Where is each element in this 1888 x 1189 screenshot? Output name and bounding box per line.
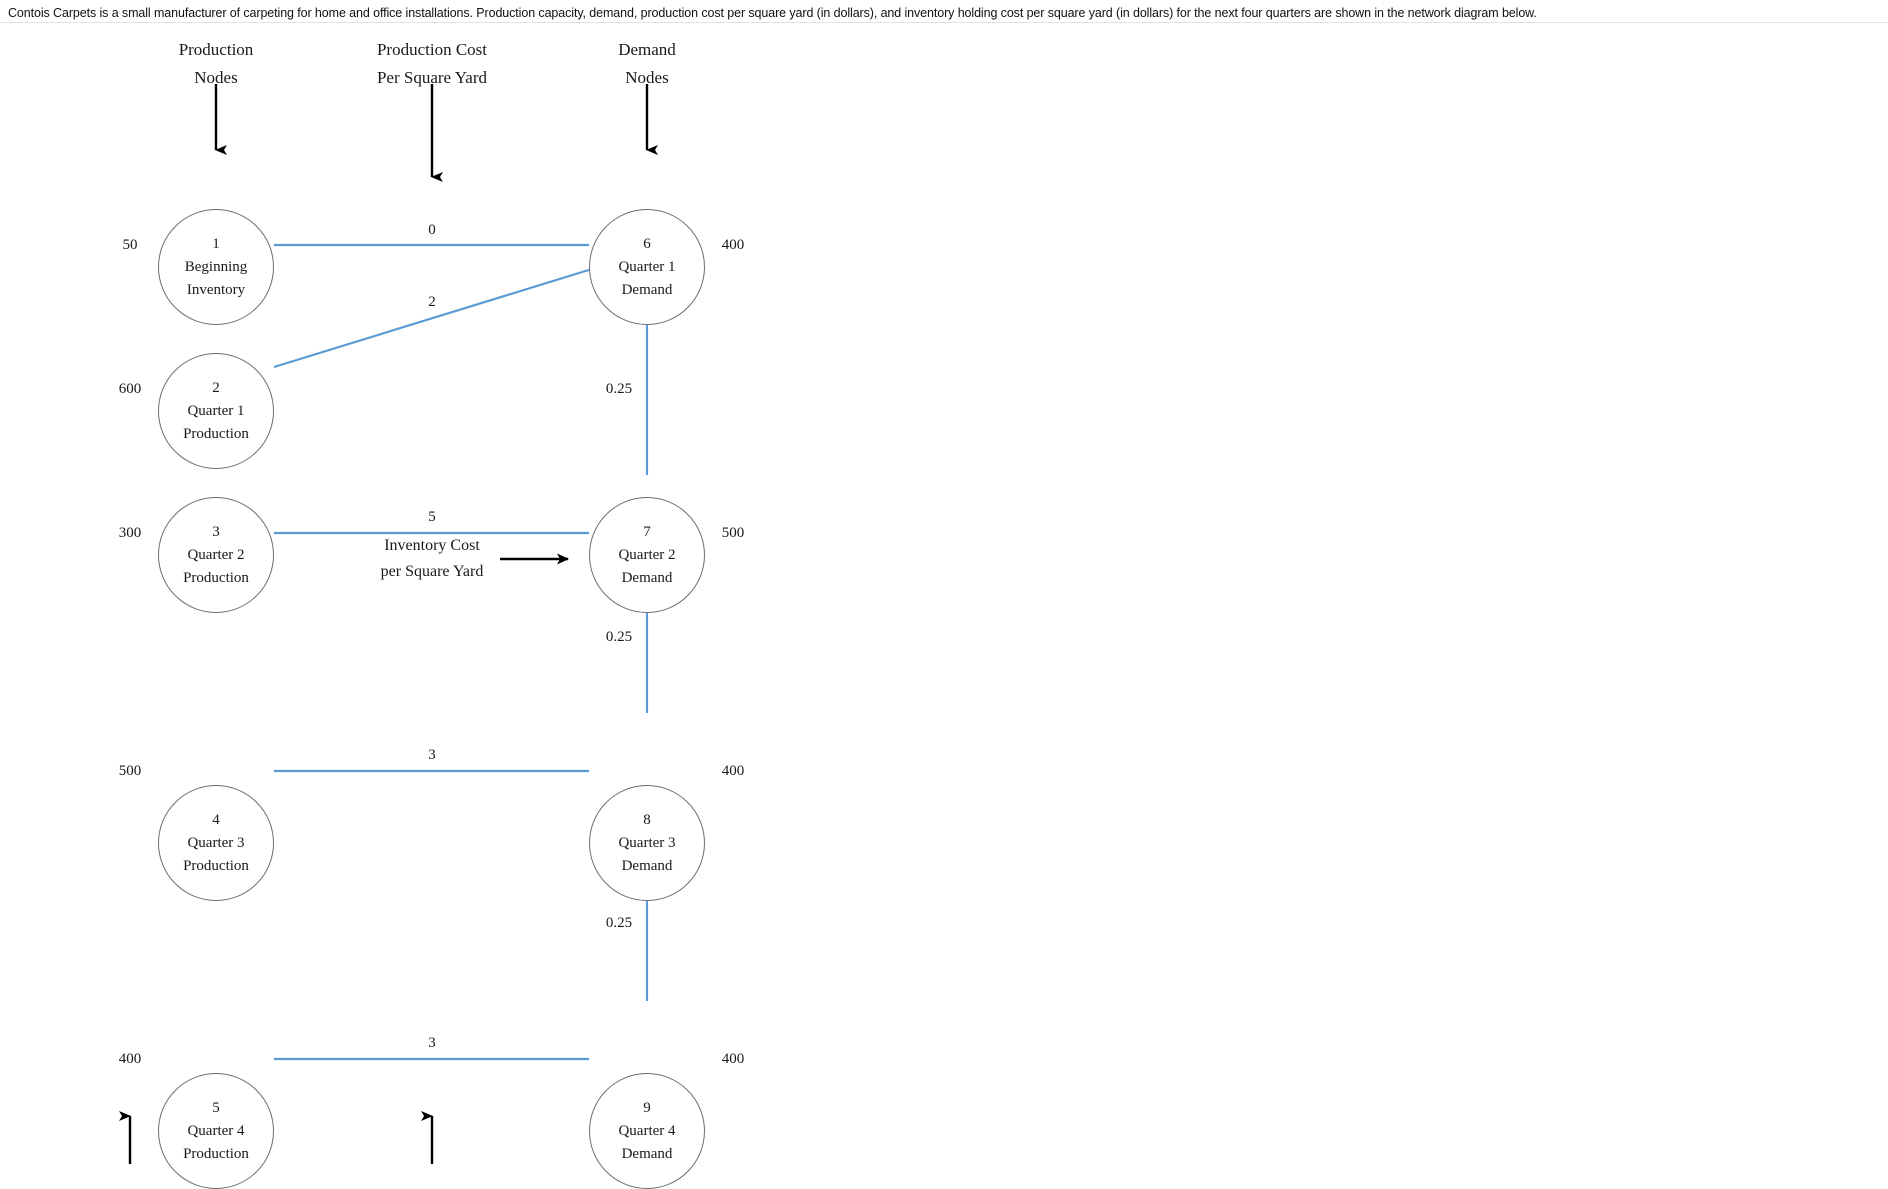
header-production-nodes: Production Nodes [179, 36, 254, 92]
node-8-quarter-3-demand[interactable]: 8 Quarter 3 Demand [589, 785, 705, 901]
node-5-quarter-4-production[interactable]: 5 Quarter 4 Production [158, 1073, 274, 1189]
inventory-cost-annotation-line2: per Square Yard [380, 563, 484, 580]
node-7-line3: Demand [621, 569, 673, 586]
node-5-line2: Quarter 4 [187, 1122, 245, 1139]
node-1-id: 1 [212, 235, 220, 252]
edge-label-node1-node6: 0 [428, 222, 436, 238]
node-6-id: 6 [643, 235, 651, 252]
node-7-line2: Quarter 2 [618, 546, 676, 563]
edge-label-node6-node7: 0.25 [605, 381, 633, 397]
node-1-line2: Beginning [184, 258, 248, 275]
capacity-node-1: 50 [122, 237, 138, 253]
diagram-vector-layer [119, 84, 658, 1164]
edge-label-node2-node6: 2 [428, 294, 436, 310]
header-production-cost-line2: Per Square Yard [376, 68, 488, 87]
node-6-line3: Demand [621, 281, 673, 298]
node-7-id: 7 [643, 523, 651, 540]
demand-node-9: 400 [721, 1051, 745, 1067]
node-9-id: 9 [643, 1099, 651, 1116]
node-8-line2: Quarter 3 [618, 834, 676, 851]
capacity-node-2: 600 [118, 381, 142, 397]
node-3-line3: Production [183, 569, 249, 586]
edge-label-node5-node9: 3 [428, 1035, 436, 1051]
capacity-node-4: 500 [118, 763, 142, 779]
node-3-quarter-2-production[interactable]: 3 Quarter 2 Production [158, 497, 274, 613]
node-2-id: 2 [212, 379, 220, 396]
demand-node-7: 500 [721, 525, 745, 541]
node-2-line2: Quarter 1 [187, 402, 245, 419]
problem-statement-text: Contois Carpets is a small manufacturer … [8, 6, 1537, 20]
capacity-node-3: 300 [118, 525, 142, 541]
demand-node-8: 400 [721, 763, 745, 779]
edge-node2-to-node6 [273, 267, 593, 369]
node-3-line2: Quarter 2 [187, 546, 245, 563]
node-9-line2: Quarter 4 [618, 1122, 676, 1139]
node-8-line3: Demand [621, 857, 673, 874]
node-2-line3: Production [183, 425, 249, 442]
inventory-cost-annotation-line1: Inventory Cost [384, 537, 480, 554]
node-3-id: 3 [212, 523, 220, 540]
node-9-line3: Demand [621, 1145, 673, 1162]
node-2-quarter-1-production[interactable]: 2 Quarter 1 Production [158, 353, 274, 469]
header-production-nodes-line2: Nodes [194, 68, 238, 87]
header-production-cost-line1: Production Cost [376, 40, 488, 59]
inventory-cost-annotation: Inventory Cost per Square Yard [381, 533, 484, 585]
node-4-quarter-3-production[interactable]: 4 Quarter 3 Production [158, 785, 274, 901]
edge-label-node8-node9: 0.25 [605, 915, 633, 931]
node-5-id: 5 [212, 1099, 220, 1116]
edge-label-node4-node8: 3 [428, 747, 436, 763]
demand-node-6: 400 [721, 237, 745, 253]
node-5-line3: Production [183, 1145, 249, 1162]
node-4-line3: Production [183, 857, 249, 874]
network-diagram: Production Nodes Production Cost Per Squ… [0, 22, 1888, 1189]
edge-label-node3-node7: 5 [428, 509, 436, 525]
header-demand-nodes-line1: Demand [618, 40, 676, 59]
header-production-cost: Production Cost Per Square Yard [377, 36, 487, 92]
node-7-quarter-2-demand[interactable]: 7 Quarter 2 Demand [589, 497, 705, 613]
node-6-line2: Quarter 1 [618, 258, 676, 275]
node-4-line2: Quarter 3 [187, 834, 245, 851]
edge-label-node7-node8: 0.25 [605, 629, 633, 645]
node-4-id: 4 [212, 811, 220, 828]
node-9-quarter-4-demand[interactable]: 9 Quarter 4 Demand [589, 1073, 705, 1189]
header-demand-nodes: Demand Nodes [618, 36, 676, 92]
node-1-beginning-inventory[interactable]: 1 Beginning Inventory [158, 209, 274, 325]
header-demand-nodes-line2: Nodes [625, 68, 669, 87]
header-production-nodes-line1: Production [178, 40, 254, 59]
intro-band: Contois Carpets is a small manufacturer … [0, 0, 1888, 23]
node-6-quarter-1-demand[interactable]: 6 Quarter 1 Demand [589, 209, 705, 325]
node-1-line3: Inventory [186, 281, 246, 298]
capacity-node-5: 400 [118, 1051, 142, 1067]
node-8-id: 8 [643, 811, 651, 828]
